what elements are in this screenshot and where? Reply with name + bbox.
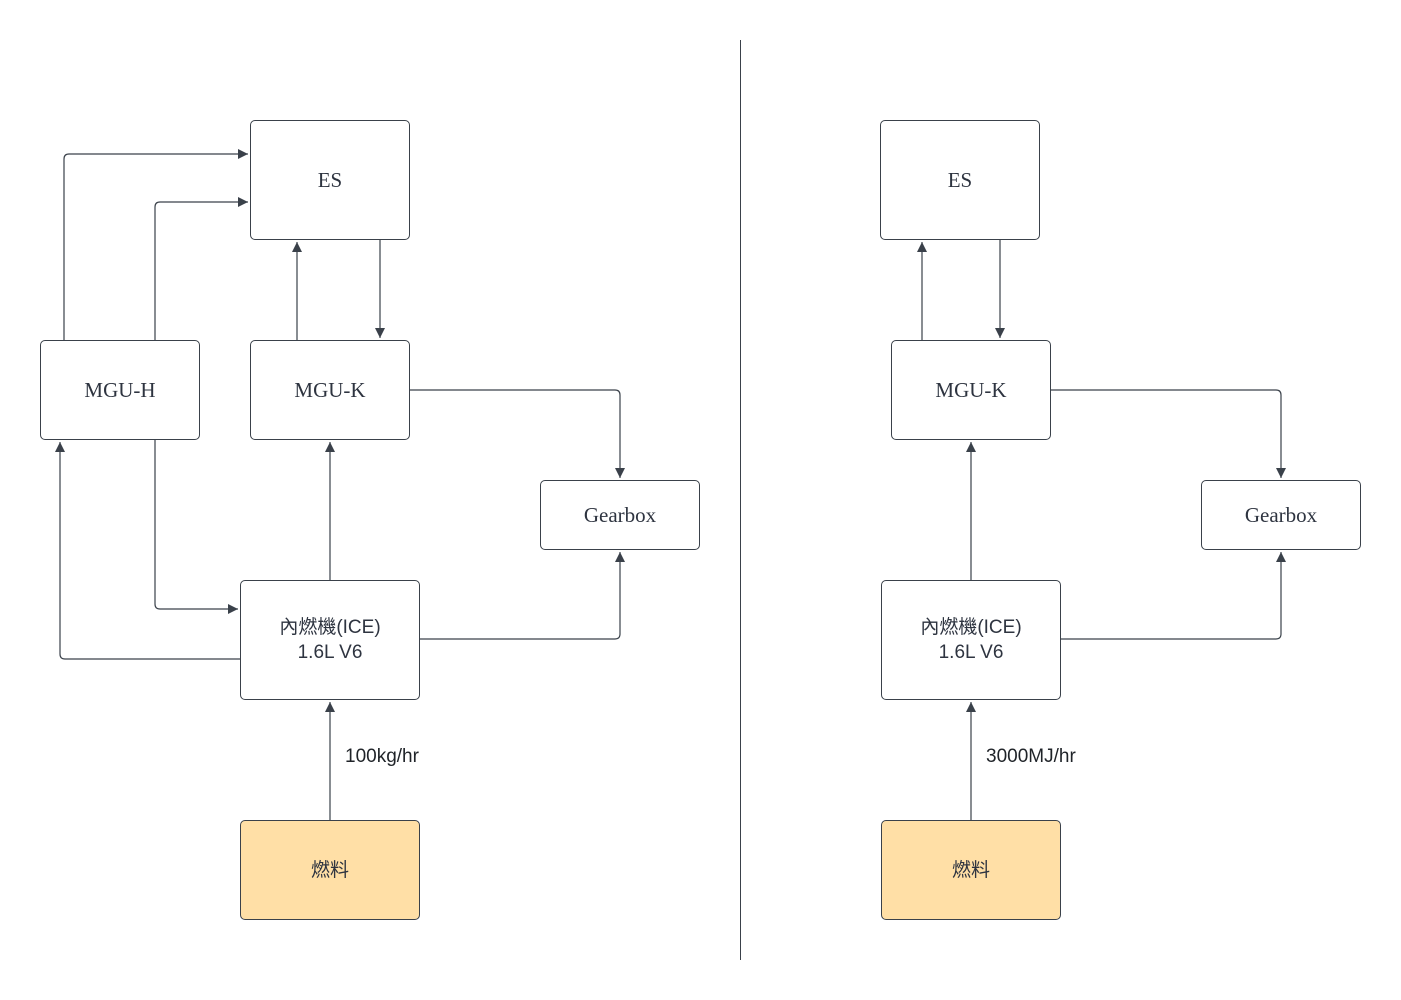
- right-fuel-rate-label: 3000MJ/hr: [986, 746, 1076, 767]
- left-mguh-node: MGU-H: [40, 340, 200, 440]
- left-mguk-node: MGU-K: [250, 340, 410, 440]
- edge-r-ice-to-gearbox: [1061, 552, 1286, 640]
- left-mguh-label: MGU-H: [84, 377, 156, 402]
- right-es-node: ES: [880, 120, 1040, 240]
- right-ice-node: 內燃機(ICE) 1.6L V6: [881, 580, 1061, 700]
- left-gearbox-label: Gearbox: [583, 502, 657, 527]
- edge-mguk-to-gearbox: [410, 389, 625, 478]
- left-fuel-rate-label: 100kg/hr: [345, 746, 419, 767]
- left-es-node: ES: [250, 120, 410, 240]
- edge-ice-to-mguh: [55, 442, 240, 660]
- center-divider: [740, 40, 741, 960]
- left-mguk-label: MGU-K: [294, 377, 366, 402]
- left-es-label: ES: [317, 167, 343, 192]
- edge-mguh-to-ice: [154, 440, 238, 614]
- left-ice-node: 內燃機(ICE) 1.6L V6: [240, 580, 420, 700]
- left-ice-label-line2: 1.6L V6: [297, 642, 363, 663]
- left-ice-label-line1: 內燃機(ICE): [279, 617, 381, 638]
- right-ice-label-line2: 1.6L V6: [938, 642, 1004, 663]
- left-gearbox-node: Gearbox: [540, 480, 700, 550]
- edge-ice-to-gearbox: [420, 552, 625, 640]
- left-fuel-node: 燃料: [240, 820, 420, 920]
- right-fuel-node: 燃料: [881, 820, 1061, 920]
- right-mguk-node: MGU-K: [891, 340, 1051, 440]
- right-ice-label-line1: 內燃機(ICE): [920, 617, 1022, 638]
- edge-r-mguk-to-gearbox: [1051, 389, 1286, 478]
- edge-mguh-to-es-lower: [154, 197, 248, 340]
- right-gearbox-label: Gearbox: [1244, 502, 1318, 527]
- left-fuel-label: 燃料: [310, 859, 349, 881]
- right-es-label: ES: [947, 167, 973, 192]
- right-fuel-label: 燃料: [951, 859, 990, 881]
- right-gearbox-node: Gearbox: [1201, 480, 1361, 550]
- edge-mguh-to-es-upper: [63, 149, 248, 340]
- right-mguk-label: MGU-K: [935, 377, 1007, 402]
